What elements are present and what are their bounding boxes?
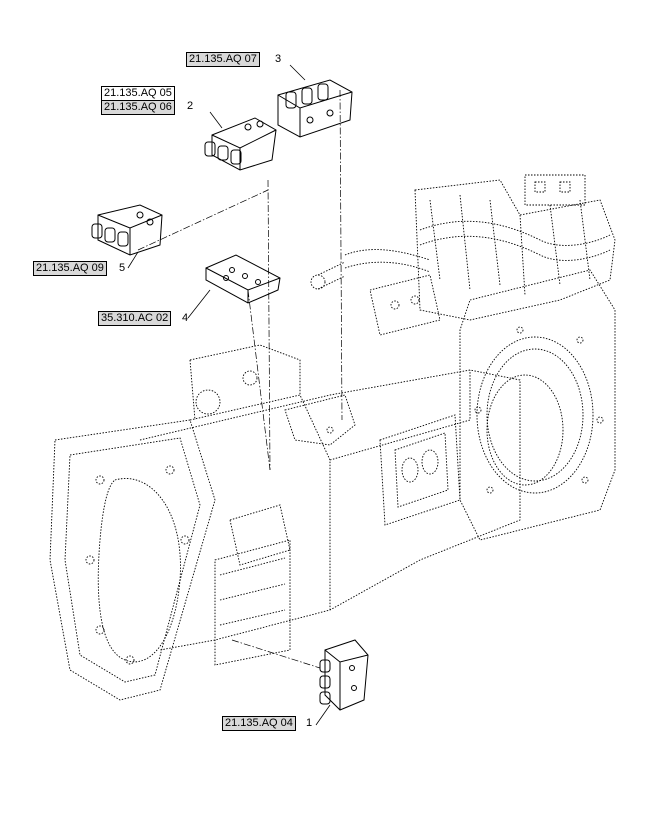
item-number-4: 4 <box>182 312 189 324</box>
ref-box-item-1: 21.135.AQ 04 <box>222 716 296 731</box>
ref-box-item-2b: 21.135.AQ 06 <box>101 100 175 115</box>
ref-box-item-2a: 21.135.AQ 05 <box>101 86 175 101</box>
item-number-2: 2 <box>187 100 194 112</box>
manifold-plate-item-4 <box>205 254 281 304</box>
ref-box-item-4: 35.310.AC 02 <box>98 311 172 326</box>
valve-item-2 <box>204 117 277 171</box>
valve-item-3 <box>277 79 353 138</box>
valve-item-1 <box>319 639 369 711</box>
ref-box-item-3: 21.135.AQ 07 <box>186 52 260 67</box>
transmission-housing <box>49 174 616 701</box>
leader-lines <box>127 64 331 726</box>
ref-box-item-5: 21.135.AQ 09 <box>33 261 107 276</box>
item-number-3: 3 <box>275 53 282 65</box>
item-number-5: 5 <box>119 262 126 274</box>
item-number-1: 1 <box>306 717 313 729</box>
assembly-centerlines <box>137 89 343 669</box>
valve-item-5 <box>91 204 163 256</box>
